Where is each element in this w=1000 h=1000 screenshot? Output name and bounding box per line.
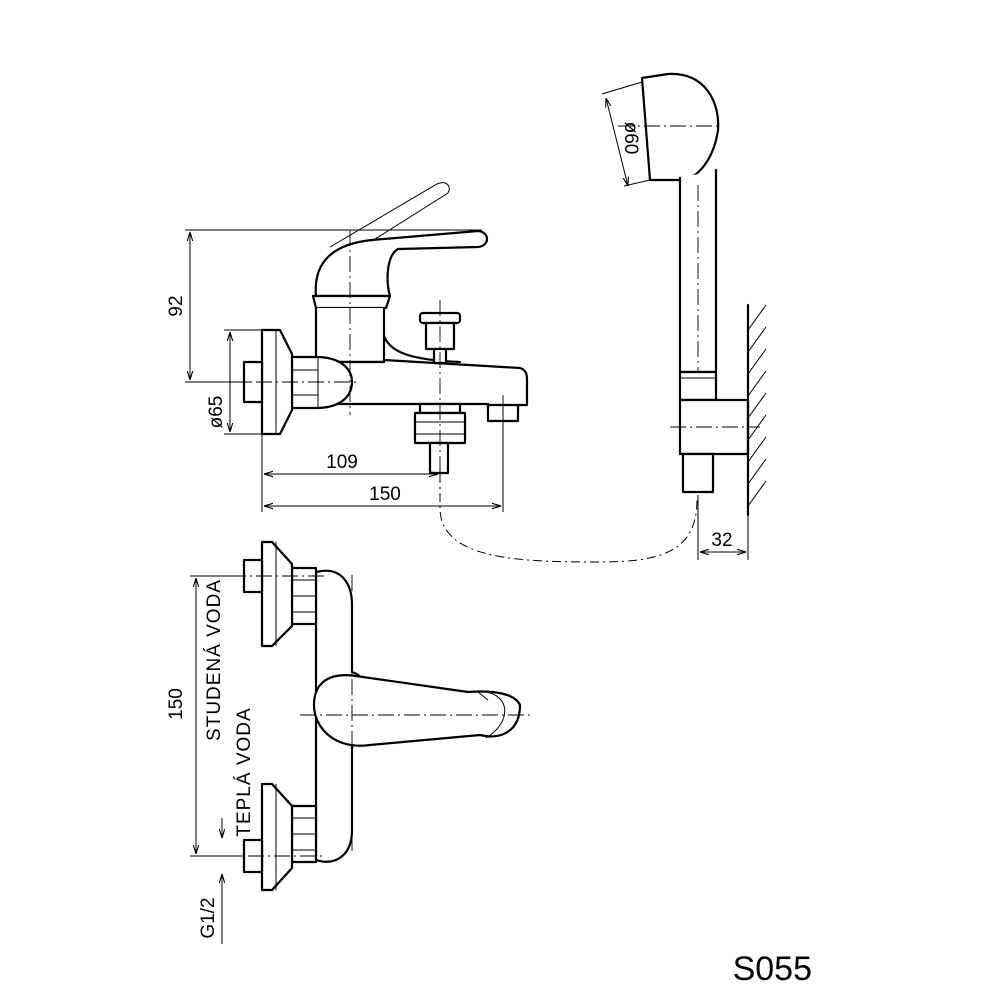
mixer-top-view <box>222 540 530 892</box>
wall-hatching <box>747 304 767 507</box>
dim-width-109: 109 <box>326 452 358 473</box>
cold-connection <box>230 540 325 648</box>
hose-end <box>681 452 715 494</box>
lever <box>314 229 489 298</box>
connection-nut <box>290 355 354 410</box>
hot-flange <box>260 782 294 892</box>
mixer-side-view <box>230 182 698 563</box>
label-cold-water: STUDENÁ VODA <box>204 579 225 741</box>
dimensions-side-view: 92 ø65 109 150 <box>166 229 504 512</box>
dim-spacing-150: 150 <box>166 688 187 720</box>
hose-phantom-line <box>439 474 698 563</box>
dimensions-top-view: 150 G1/2 STUDENÁ VODA TEPLÁ VODA <box>166 575 255 944</box>
label-hot-water: TEPLÁ VODA <box>234 707 255 836</box>
dim-wall-32: 32 <box>711 530 732 551</box>
dim-shower-diameter: ø60 <box>620 122 641 155</box>
top-view-lever <box>312 674 522 747</box>
dim-diameter-65: ø65 <box>206 396 227 429</box>
lever-raised-outline <box>329 182 450 259</box>
shower-head <box>640 72 720 182</box>
hot-connection <box>222 782 325 892</box>
hand-shower-assembly: ø60 32 <box>601 72 767 560</box>
holder-clamp <box>678 370 718 402</box>
cold-flange <box>260 540 294 648</box>
dim-width-150: 150 <box>369 484 401 505</box>
cartridge-cap <box>311 294 392 310</box>
dim-thread: G1/2 <box>198 897 219 938</box>
dim-height-92: 92 <box>166 295 187 316</box>
model-code: S055 <box>733 950 812 988</box>
